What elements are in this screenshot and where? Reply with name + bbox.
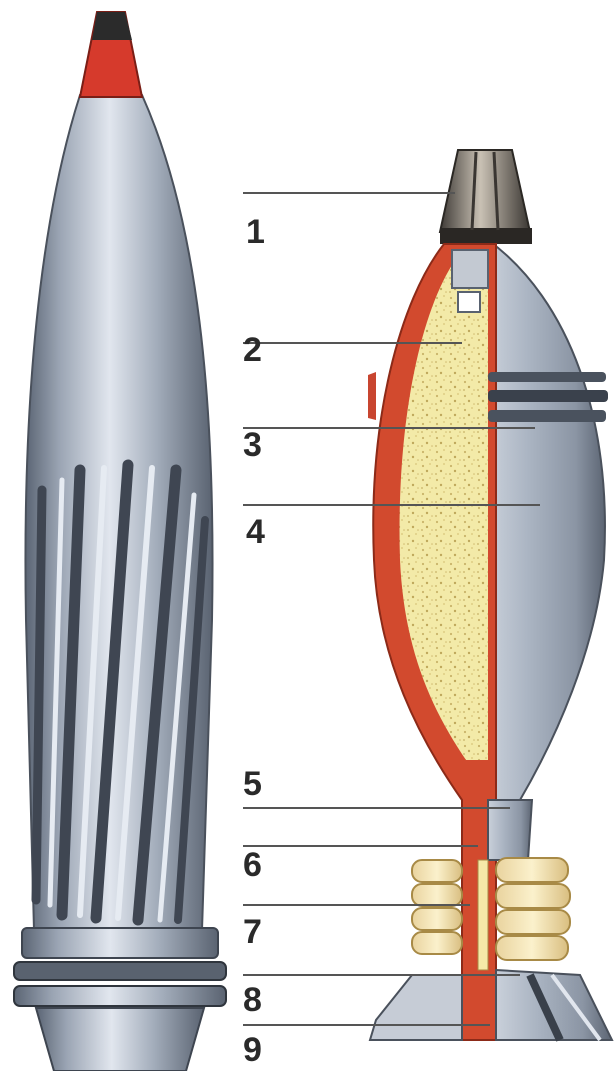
label-6: 6 — [243, 848, 262, 882]
shell-exterior — [14, 12, 226, 1071]
fuse — [440, 150, 530, 232]
detonator-column — [452, 250, 488, 288]
label-9: 9 — [243, 1033, 262, 1067]
label-8: 8 — [243, 983, 262, 1017]
label-7: 7 — [243, 915, 262, 949]
label-1: 1 — [246, 215, 265, 249]
label-2: 2 — [243, 333, 262, 367]
shell-rings — [14, 928, 226, 1071]
label-4: 4 — [246, 515, 265, 549]
detonator-cap — [458, 292, 480, 312]
shell-tip-cap — [92, 12, 132, 40]
mine-body-exterior — [488, 240, 605, 800]
label-3: 3 — [243, 428, 262, 462]
label-5: 5 — [243, 767, 262, 801]
mine-cutaway — [368, 150, 612, 1040]
fuse-base — [440, 228, 532, 244]
